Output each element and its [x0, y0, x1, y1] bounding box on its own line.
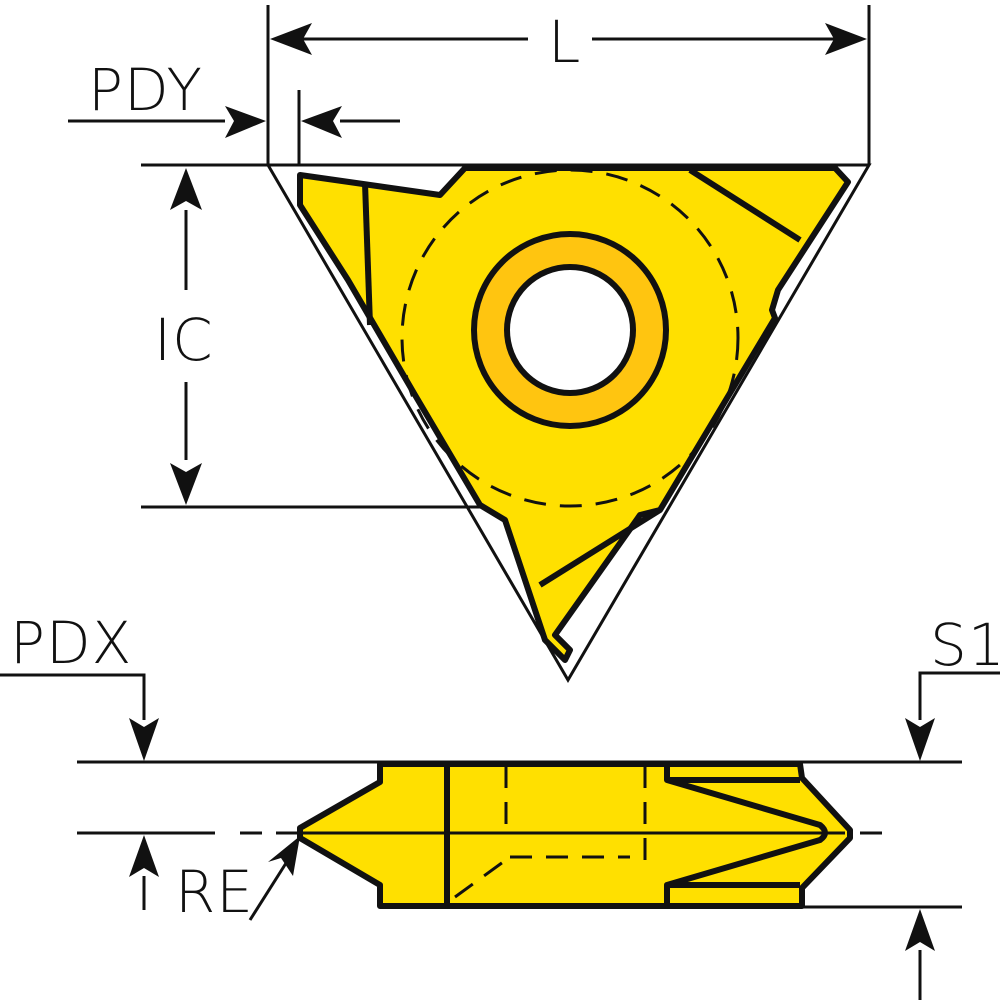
side-view: PDX RE S1 [0, 609, 1000, 1000]
s1-arrow-up-icon [905, 909, 935, 951]
dim-label-l: L [548, 8, 581, 76]
l-arrow-left-icon [270, 23, 312, 55]
center-hole [504, 264, 636, 396]
s1-leader-top [918, 671, 1000, 720]
thread-profile [664, 764, 828, 906]
re-leader-diagonal [248, 859, 290, 921]
facet-line-left [362, 182, 373, 326]
dim-label-s1: S1 [930, 611, 1000, 679]
re-arrow-diagonal-icon [268, 836, 300, 876]
facet-line-bottom [538, 507, 662, 588]
pdy-arrow-right-icon [225, 106, 266, 138]
ic-arrow-up-icon [170, 168, 202, 210]
dim-label-re: RE [175, 858, 254, 926]
pdx-arrow-down-icon [129, 718, 159, 761]
dim-label-pdy: PDY [88, 56, 203, 124]
pdy-arrow-left-icon [301, 106, 342, 138]
inscribed-circle-dashed [400, 168, 740, 508]
dim-label-ic: IC [154, 306, 214, 374]
re-arrow-up-icon [129, 835, 159, 877]
facet-line-right [688, 167, 802, 243]
l-arrow-right-icon [825, 23, 867, 55]
ic-arrow-down-icon [170, 463, 202, 505]
hidden-line-diagonal [454, 855, 511, 899]
top-view: L PDY IC [68, 5, 872, 683]
s1-arrow-down-icon [905, 718, 935, 761]
dim-label-pdx: PDX [10, 609, 132, 677]
pdx-leader [0, 673, 146, 720]
